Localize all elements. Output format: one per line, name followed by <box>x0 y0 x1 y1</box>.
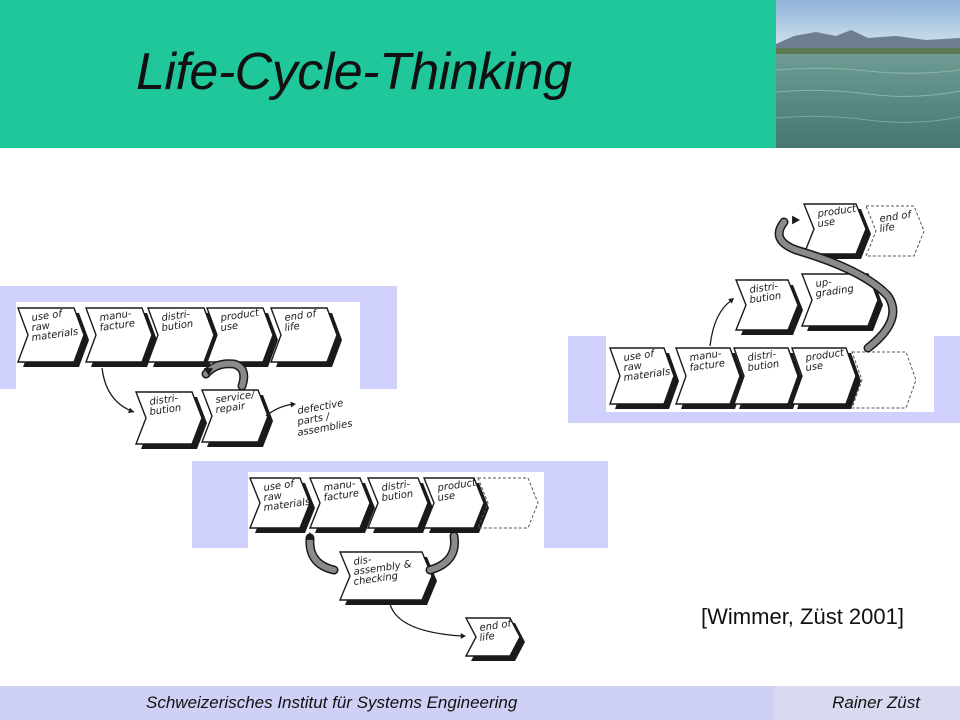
slide-title: Life-Cycle-Thinking <box>136 43 572 101</box>
repair-loop-service-shape <box>200 389 269 443</box>
repair-arrow-head-1 <box>128 407 134 414</box>
upgrading-head-up <box>728 298 734 304</box>
upgrading-stage-1-label: facture <box>689 358 726 374</box>
upgrading-mid-distribution-shape <box>734 279 799 331</box>
disassembly-head-out <box>305 532 315 540</box>
upgrading-stage-3-label: use <box>805 361 824 374</box>
upgrading-top-end-label: end of <box>879 209 913 225</box>
upgrading-stage-0-shape <box>609 347 675 405</box>
repair-loop-distribution-label: distri- <box>149 393 179 408</box>
upgrading-top-use-label: use <box>817 217 836 230</box>
upgrading-empty-stage <box>851 351 917 409</box>
disassembly-stage-1-shape <box>308 477 371 529</box>
upgrading-top-end-label: life <box>879 222 896 235</box>
upgrading-mid-grading-shape <box>800 273 879 327</box>
upgrading-stage-2-shape <box>733 347 799 405</box>
upgrading-stage-2-label: distri- <box>747 349 777 364</box>
disassembly-stage-1-label: manu- <box>323 479 357 494</box>
disassembly-loop-shape <box>338 551 433 601</box>
upgrading-mid-grading-label: grading <box>815 284 855 300</box>
disassembly-stage-2-shape <box>366 477 429 529</box>
upgrading-stage-3-shape <box>791 347 857 405</box>
upgrading-mid-distribution-label: bution <box>749 291 782 306</box>
repair-stage-3-shape <box>205 307 274 363</box>
repair-stage-0-label: raw <box>31 320 52 334</box>
repair-loop-distribution-label: bution <box>149 403 182 418</box>
disassembly-loop-label: dis- <box>353 555 373 568</box>
footer-author-box: Rainer Züst <box>774 686 960 720</box>
repair-stage-4-label: life <box>284 321 301 334</box>
upgrading-loop-head <box>792 215 800 225</box>
repair-stage-2-label: bution <box>161 319 194 334</box>
upgrading-stage-0-label: use of <box>623 349 656 364</box>
upgrading-mid-grading-label: up- <box>815 277 833 290</box>
disassembly-arrow-end <box>389 603 463 637</box>
lake-photo <box>776 0 960 148</box>
upgrading-stage-1-shape <box>675 347 741 405</box>
disassembly-stage-2-label: distri- <box>381 479 411 494</box>
citation: [Wimmer, Züst 2001] <box>701 604 904 629</box>
disassembly-head-end <box>460 633 466 639</box>
repair-arrow-head-2 <box>290 401 296 408</box>
footer-institute: Schweizerisches Institut für Systems Eng… <box>146 693 518 712</box>
footer-author: Rainer Züst <box>832 693 920 712</box>
repair-loop-distribution-shape <box>134 391 203 445</box>
upgrading-arrow-up <box>709 299 733 347</box>
upgrading-stage-1-label: manu- <box>689 349 723 364</box>
repair-stage-3-label: use <box>220 321 239 334</box>
repair-stage-1-label: facture <box>99 318 136 334</box>
repair-stage-4-shape <box>269 307 338 363</box>
disassembly-end-of-life-shape <box>464 617 521 657</box>
repair-stage-2-label: distri- <box>161 309 191 324</box>
disassembly-stage-3-shape <box>422 477 485 529</box>
repair-stage-0-label: use of <box>31 309 64 324</box>
disassembly-stage-1-label: facture <box>323 488 360 504</box>
disassembly-stage-2-label: bution <box>381 489 414 504</box>
upgrading-loop-arrow-fill <box>776 219 896 351</box>
repair-stage-1-shape <box>84 307 153 363</box>
disassembly-stage-3-label: use <box>437 491 456 504</box>
upgrading-top-end-shape <box>865 205 925 257</box>
disassembly-empty-stage <box>477 477 539 529</box>
disassembly-stage-0-shape <box>248 477 311 529</box>
disassembly-stage-0-label: raw <box>263 490 284 504</box>
disassembly-end-of-life-label: end of <box>479 618 513 634</box>
repair-arrow-to-distribution <box>101 367 135 413</box>
upgrading-top-use-shape <box>802 203 867 255</box>
repair-stage-4-label: end of <box>284 308 318 324</box>
upgrading-stage-2-label: bution <box>747 359 780 374</box>
disassembly-arrow-in-fill <box>427 533 458 573</box>
upgrading-mid-distribution-label: distri- <box>749 281 779 296</box>
disassembly-end-of-life-label: life <box>479 631 496 644</box>
repair-stage-1-label: manu- <box>99 309 133 324</box>
title-bar <box>0 0 776 148</box>
disassembly-stage-0-label: use of <box>263 479 296 494</box>
upgrading-stage-0-label: raw <box>623 360 644 374</box>
repair-loop-service-label: repair <box>215 401 247 416</box>
repair-loop-head <box>204 368 213 376</box>
repair-stage-2-shape <box>146 307 215 363</box>
disassembly-arrow-out-fill <box>306 535 337 573</box>
repair-stage-0-shape <box>16 307 85 363</box>
